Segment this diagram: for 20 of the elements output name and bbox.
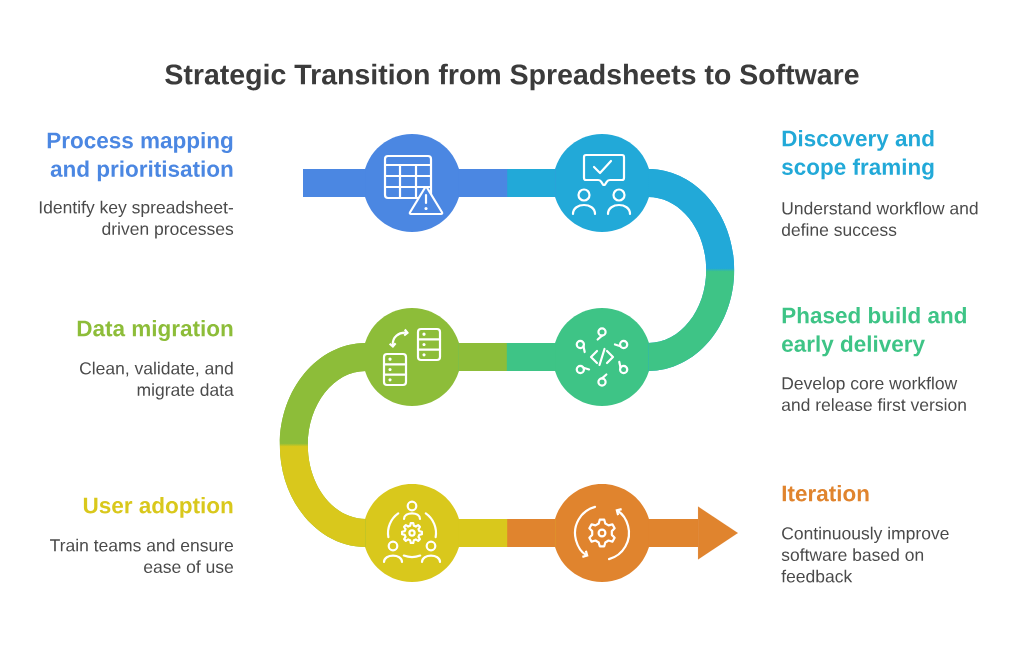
step-description: Understand workflow and define success [781, 201, 978, 237]
step-description: Train teams and ensure ease of use [50, 538, 233, 574]
arrow [648, 506, 738, 560]
title: Strategic Transition from Spreadsheets to Software [165, 63, 859, 91]
step-heading: Process mapping and prioritisation [47, 131, 233, 182]
band-connector [303, 169, 366, 197]
step-heading: Iteration [782, 484, 869, 502]
step-description: Clean, validate, and migrate data [80, 361, 234, 400]
step-heading: Data migration [77, 319, 233, 341]
band-connector [458, 519, 556, 547]
step-description: Identify key spreadsheet-driven processes [39, 200, 234, 239]
band-connector [458, 169, 556, 197]
band-connector [648, 169, 735, 371]
step-description: Develop core workflow and release first version [781, 376, 966, 412]
band-connector [279, 343, 366, 547]
step-heading: User adoption [83, 496, 233, 518]
step-description: Continuously improve software based on feedback [781, 526, 949, 583]
step-heading: Phased build and early delivery [782, 306, 966, 357]
band-connector [458, 343, 556, 371]
step-heading: Discovery and scope framing [782, 129, 934, 180]
